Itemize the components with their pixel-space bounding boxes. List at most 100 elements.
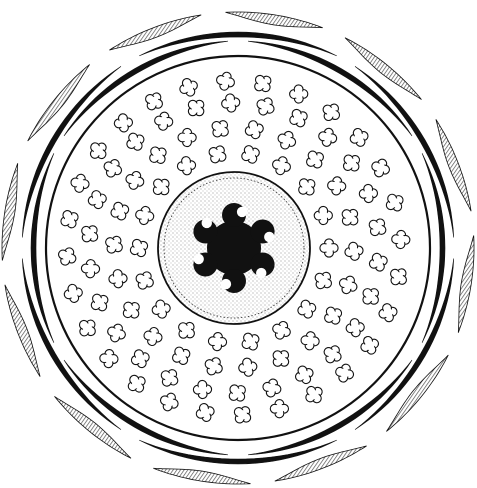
pollen-grain [124,371,149,396]
pollen-grain [275,128,299,152]
pollen-grain [369,156,392,179]
pollen-grain [243,119,265,141]
pollen-grain [292,363,316,387]
pollen-grain [99,349,119,369]
pollen-grain [391,230,410,249]
inner-petal-arc [139,440,337,464]
pollen-grain [151,298,172,319]
pollen-grain [289,85,308,104]
inner-petal-arc [139,32,337,56]
pollen-grain [237,357,258,378]
pollen-grain [270,400,288,418]
pollen-grain [303,147,328,172]
pollen-grain [268,346,294,372]
pollen-grain [343,241,364,262]
pollen-grain [81,259,100,278]
central-lobe-notch [221,279,231,289]
pollen-grain [220,93,241,114]
pollen-grain [345,318,365,338]
pollen-grain [174,317,200,343]
outer-sepal [109,15,201,50]
pollen-grain [153,111,174,132]
pollen-grain [208,332,228,352]
pollen-grain [230,402,255,427]
outer-sepal [5,285,40,377]
pollen-grain [358,334,382,358]
pollen-grain [286,106,310,130]
pollen-grain [177,156,197,176]
pollen-grain [55,244,79,268]
pollen-core [324,243,333,252]
pollen-grain [270,319,294,343]
pollen-grain [314,206,333,225]
pollen-grain [183,95,209,121]
outer-sepal [458,236,474,333]
pollen-grain [123,129,148,154]
outer-sepal [275,446,367,481]
pollen-grain [118,297,144,323]
pollen-grain [225,380,251,406]
pollen-grain [108,269,127,288]
pollen-grain [134,205,155,226]
pollen-grain [207,116,233,142]
pollen-grain [348,126,371,149]
pollen-grain [75,315,101,341]
pollen-grain [321,303,346,328]
inner-petal-arc [64,41,228,136]
central-lobe-notch [237,207,247,217]
outer-sepal [226,12,323,28]
outer-sepal [153,468,250,484]
pollen-grain [339,150,365,176]
pollen-grain [57,207,81,231]
pollen-grain [158,390,182,414]
pollen-grain [386,264,412,290]
pollen-grain [194,401,216,423]
pollen-grain [124,169,147,192]
pollen-grain [358,284,384,310]
pollen-grain [201,354,226,379]
pollen-grain [157,365,182,390]
pollen-grain [101,232,126,257]
pollen-grain [108,199,131,222]
pollen-grain [133,268,157,292]
pollen-grain [205,142,230,167]
pollen-grain [365,215,390,240]
central-lobe-notch [264,232,274,242]
inner-petal-arc [248,41,412,136]
pollen-grain [382,190,407,215]
pollen-grain [85,138,111,164]
central-lobe-notch [202,218,212,228]
pollen-grain [142,326,164,348]
pollen-grain [367,251,390,274]
pollen-grain [86,189,108,211]
central-lobe-notch [193,254,203,264]
pollen-grain [145,142,170,167]
pollen-grain [101,156,125,180]
pollen-grain [69,173,90,194]
pollen-grain [311,268,336,293]
pollen-grain [105,321,128,344]
pollen-grain [142,89,167,114]
pollen-grain [253,94,278,119]
pollen-grain [336,273,360,297]
pollen-grain [169,344,193,368]
pollen-grain [87,290,112,315]
pollen-grain [261,377,283,399]
pollen-grain [333,362,355,384]
pollen-core [275,404,284,413]
outer-sepal [436,119,471,211]
pollen-grain [127,236,151,260]
pollen-grain [214,70,236,92]
pollen-grain [148,174,174,200]
pollen-grain [113,113,133,133]
pollen-grain [239,143,263,167]
pollen-grain [77,221,103,247]
pollen-grain [300,331,320,351]
pollen-grain [327,176,347,196]
central-lobe-notch [256,268,266,278]
outer-sepal [2,163,18,260]
pollen-grain [317,126,339,148]
pollen-grain [301,382,326,407]
pollen-grain [319,100,344,125]
